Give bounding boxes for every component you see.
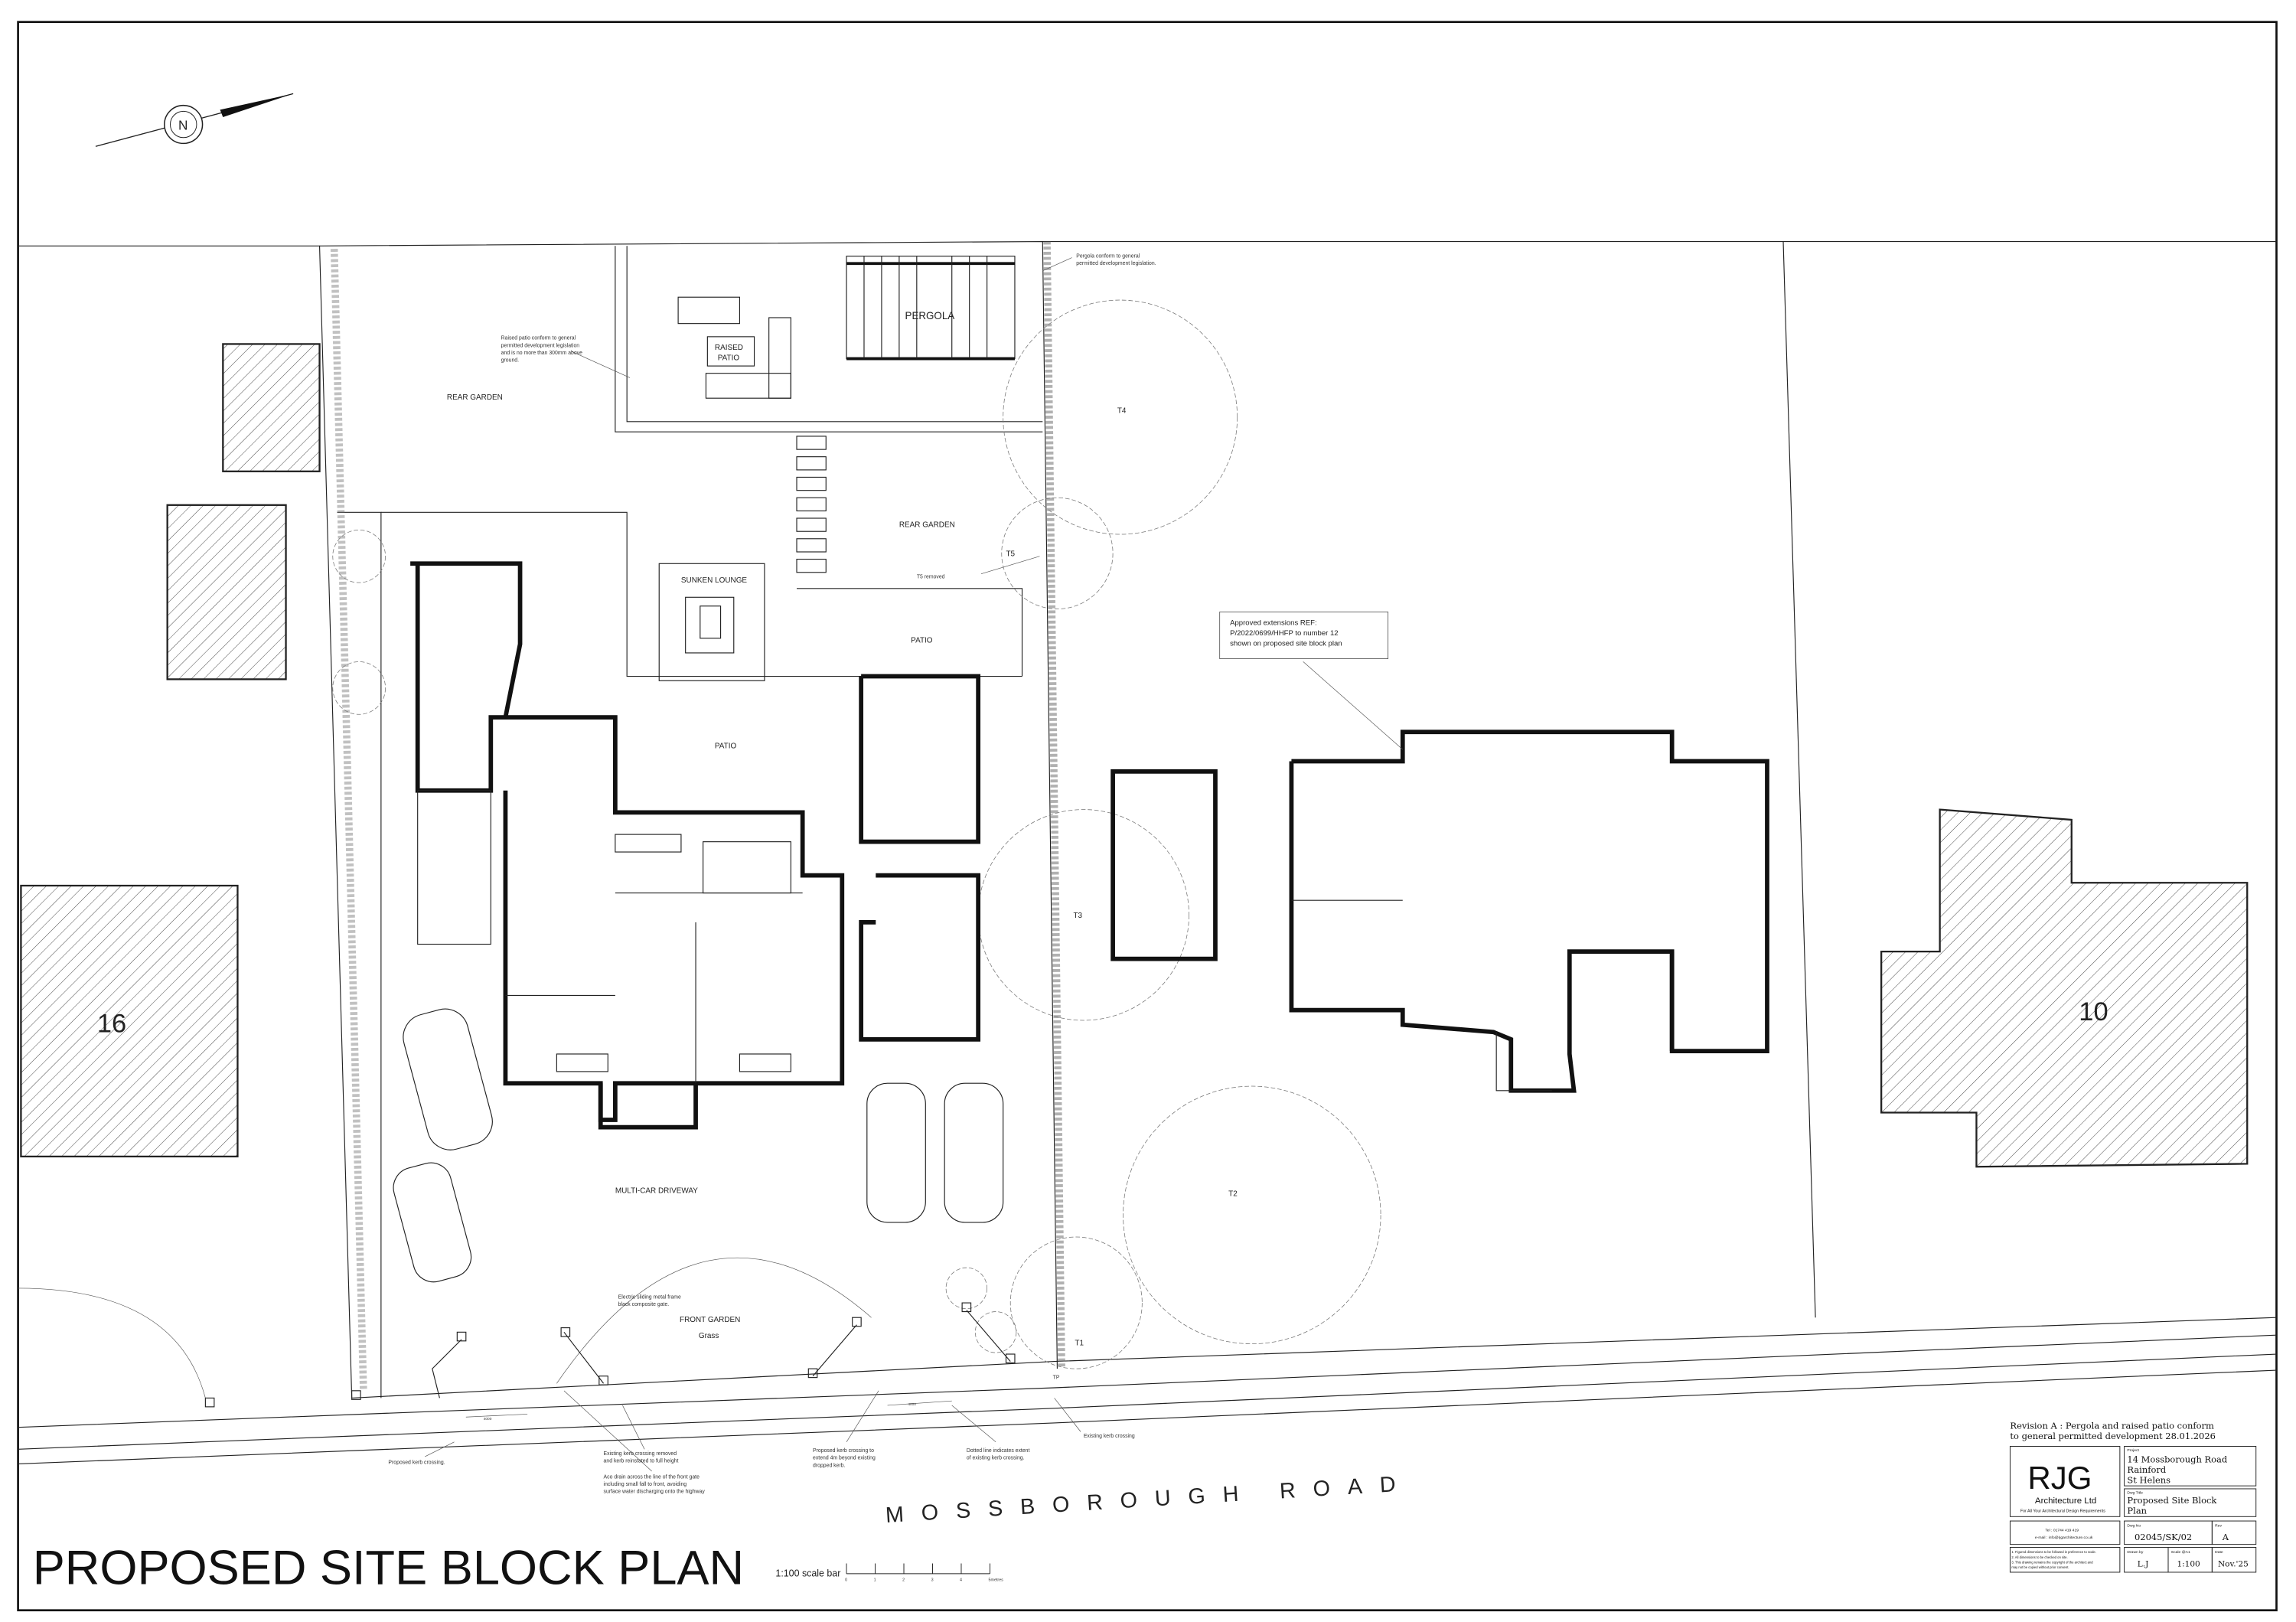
stepping-stones	[796, 436, 827, 573]
note-dotted-line: Dotted line indicates extent of existing…	[967, 1448, 1031, 1461]
revision-note: Revision A : Pergola and raised patio co…	[2010, 1421, 2216, 1441]
label-t3: T3	[1073, 912, 1082, 920]
label-patio: PATIO	[715, 742, 737, 750]
svg-text:L.J: L.J	[2138, 1559, 2149, 1568]
road-name: MOSSBOROUGH ROAD	[885, 1471, 1414, 1528]
note-kerb-removed: Existing kerb crossing removed and kerb …	[604, 1451, 679, 1464]
svg-text:1:100: 1:100	[2177, 1559, 2200, 1568]
car	[866, 1082, 926, 1223]
note-existing-kerb: Existing kerb crossing	[1084, 1434, 1135, 1439]
note-aco-drain: Aco drain across the line of the front g…	[604, 1475, 706, 1495]
label-t1: T1	[1075, 1340, 1084, 1348]
company-logo: RJG	[2027, 1460, 2092, 1496]
svg-text:Rev: Rev	[2215, 1524, 2222, 1529]
drawing-border	[17, 21, 2278, 1612]
outbuilding	[166, 504, 287, 680]
note-gate: Electric sliding metal frame black compo…	[618, 1294, 683, 1307]
front-gates	[18, 1257, 1016, 1408]
label-rear-garden: REAR GARDEN	[899, 521, 955, 529]
label-raised-patio: PATIO	[718, 354, 740, 362]
neighbour-house-16: 16	[20, 884, 239, 1157]
note-raised-patio: Raised patio conform to general permitte…	[501, 336, 584, 364]
neighbour-house-12	[1289, 729, 1769, 1093]
note-proposed-kerb: Proposed kerb crossing.	[388, 1460, 445, 1465]
svg-text:Approved extensions REF:: Approved extensions REF: P/2022/0699/HHF…	[1230, 619, 1342, 648]
label-pergola: PERGOLA	[905, 310, 955, 321]
label-front-garden: FRONT GARDEN	[680, 1316, 740, 1324]
tree-t2	[1123, 1085, 1381, 1345]
note-kerb-extend: Proposed kerb crossing to extend 4m beyo…	[813, 1448, 877, 1468]
label-rear-garden: REAR GARDEN	[447, 393, 503, 402]
label-t5-removed: T5 removed	[917, 574, 945, 579]
svg-text:A: A	[2222, 1532, 2229, 1542]
svg-text:Date: Date	[2215, 1550, 2223, 1555]
annotation-leaders	[425, 257, 1403, 1472]
car	[393, 1162, 472, 1283]
patio-outline	[797, 588, 1023, 677]
svg-text:Tel : 01744 419 419 e-ma: Tel : 01744 419 419 e-mail : info@rjgarc…	[2035, 1528, 2093, 1540]
svg-text:Scale @A1: Scale @A1	[2171, 1550, 2190, 1555]
sunken-lounge	[658, 563, 765, 681]
svg-text:02045/SK/02: 02045/SK/02	[2135, 1532, 2192, 1542]
label-tp: TP	[1053, 1376, 1060, 1381]
label-t4: T4	[1117, 406, 1127, 415]
label-grass: Grass	[699, 1332, 719, 1340]
svg-text:Dwg Title: Dwg Title	[2127, 1491, 2143, 1496]
svg-text:0 1 2 3: 0 1 2 3 4 5metres	[845, 1578, 1003, 1582]
car	[403, 1008, 493, 1150]
outbuilding	[222, 343, 321, 472]
svg-text:Proposed Site Block Plan: Proposed Site Block Plan	[2127, 1495, 2219, 1516]
drawing-title: PROPOSED SITE BLOCK PLAN	[33, 1541, 744, 1594]
patio-outline	[380, 511, 1022, 677]
tree-t3	[977, 809, 1189, 1021]
title-block: Revision A : Pergola and raised patio co…	[2009, 1421, 2257, 1573]
neighbour-house-10: 10	[1880, 808, 2249, 1168]
site-boundaries	[18, 240, 2277, 1465]
svg-text:Drawn by: Drawn by	[2127, 1550, 2144, 1555]
label-sunken-lounge: SUNKEN LOUNGE	[681, 576, 748, 585]
svg-text:1. Figured dimensions to be fo: 1. Figured dimensions to be followed in …	[2011, 1550, 2097, 1569]
trees	[332, 299, 1381, 1369]
label-raised-patio: RAISED	[715, 344, 743, 352]
north-arrow-icon: N	[95, 93, 294, 147]
svg-text:Dwg No: Dwg No	[2127, 1524, 2141, 1529]
label-patio: PATIO	[911, 637, 933, 645]
svg-text:Architecture Ltd: Architecture Ltd	[2035, 1496, 2096, 1506]
plan-labels: REAR GARDEN RAISED PATIO PERGOLA SUNKEN …	[447, 310, 1238, 1421]
dimension-label: 4000	[484, 1417, 492, 1421]
svg-text:For All Your Architectural Des: For All Your Architectural Design Requir…	[2020, 1509, 2105, 1514]
scale-bar: 1:100 scale bar 0 1 2 3 4 5metres	[775, 1563, 1003, 1582]
label-driveway: MULTI-CAR DRIVEWAY	[615, 1187, 698, 1196]
proposed-house-14	[410, 561, 981, 1130]
tree-t4	[1003, 299, 1238, 535]
tree-t5	[1001, 497, 1114, 609]
label-t5: T5	[1006, 550, 1015, 559]
garage	[1110, 769, 1218, 961]
svg-text:16: 16	[97, 1009, 126, 1038]
tree-t1	[1009, 1236, 1143, 1369]
note-pergola: Pergola conform to general permitted dev…	[1076, 254, 1156, 267]
raised-patio	[615, 246, 1043, 432]
note-approved-extensions: Approved extensions REF: P/2022/0699/HHF…	[1219, 612, 1389, 659]
notes: Raised patio conform to general permitte…	[388, 254, 1389, 1495]
svg-text:10: 10	[2079, 997, 2108, 1026]
dimension-label: 4000	[908, 1402, 916, 1407]
svg-text:N: N	[178, 117, 188, 132]
svg-text:14 Mossborough Road Rain: 14 Mossborough Road Rainford St Helens	[2127, 1454, 2229, 1486]
svg-text:1:100 scale bar: 1:100 scale bar	[775, 1568, 840, 1579]
cars	[393, 1008, 1004, 1283]
label-t2: T2	[1228, 1190, 1238, 1198]
svg-text:Project: Project	[2127, 1448, 2139, 1453]
svg-text:Nov.'25: Nov.'25	[2218, 1559, 2249, 1568]
pergola	[846, 256, 1016, 361]
car	[944, 1082, 1004, 1223]
